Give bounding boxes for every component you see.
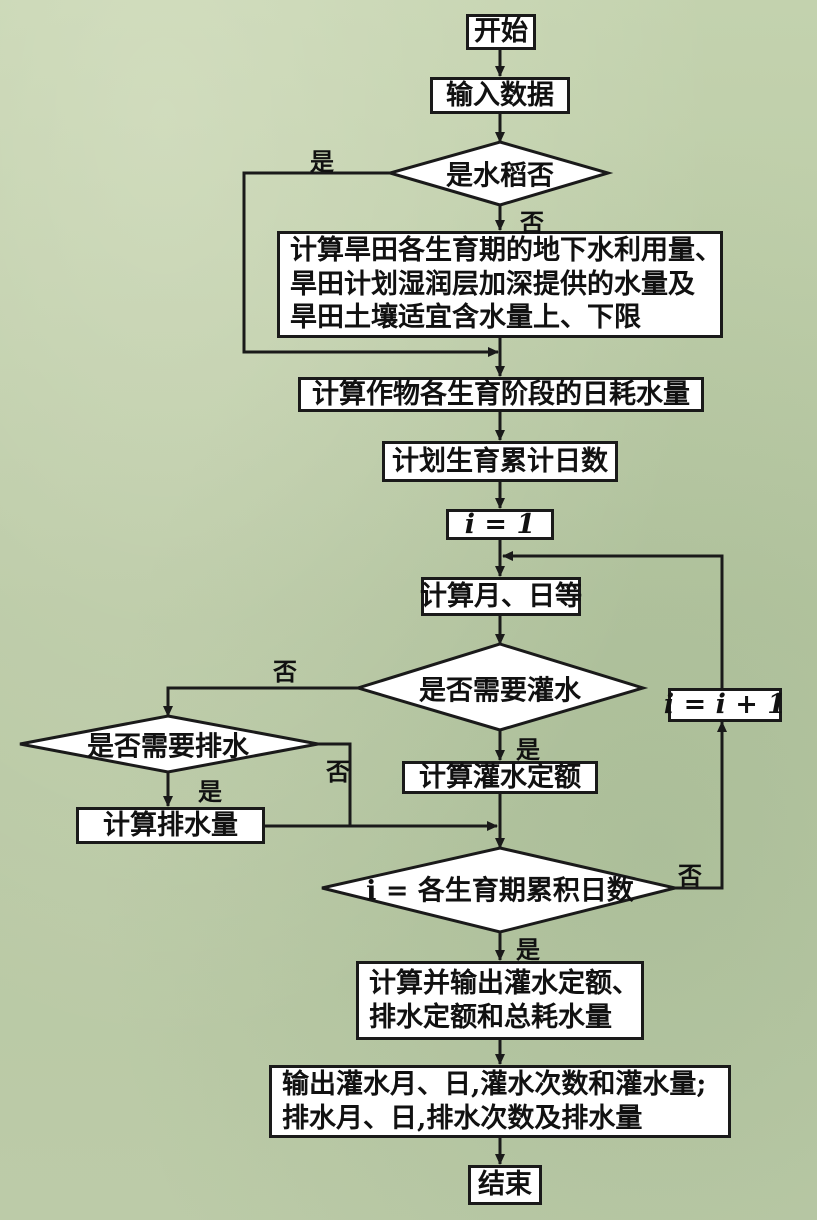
rice-decision-label: 是水稻否 — [446, 160, 554, 192]
decision-diamond-drainage — [19, 714, 319, 774]
increment-i-label: i = i + 1 — [663, 689, 787, 721]
output-quota-box: 计算并输出灌水定额、 排水定额和总耗水量 — [356, 961, 644, 1040]
calc-date-label: 计算月、日等 — [420, 580, 582, 612]
edge-drain-no — [318, 742, 498, 831]
input-data-box: 输入数据 — [430, 77, 570, 114]
end-terminal: 结束 — [468, 1165, 542, 1205]
rice-no-label: 否 — [520, 208, 544, 237]
plan-days-label: 计划生育累计日数 — [392, 445, 608, 477]
start-terminal: 开始 — [466, 14, 536, 50]
drainage-no-label: 否 — [326, 757, 350, 786]
drainage-amount-label: 计算排水量 — [103, 809, 238, 841]
output-schedule-box: 输出灌水月、日,灌水次数和灌水量; 排水月、日,排水次数及排水量 — [269, 1065, 731, 1138]
decision-diamond-irrigation — [352, 642, 649, 732]
irrigation-yes-label: 是 — [516, 735, 540, 764]
output-quota-line-2: 排水定额和总耗水量 — [369, 1001, 612, 1033]
edge-irr-no — [163, 686, 358, 717]
dryland-calc-line-2: 旱田计划湿润层加深提供的水量及 — [290, 268, 695, 300]
init-i-label: i = 1 — [464, 508, 536, 540]
edge-check-no — [675, 721, 727, 890]
days-no-label: 否 — [678, 861, 702, 890]
increment-i-box: i = i + 1 — [664, 688, 786, 722]
irrigation-quota-label: 计算灌水定额 — [419, 761, 581, 793]
irrigation-no-label: 否 — [273, 657, 297, 686]
init-i-box: i = 1 — [446, 509, 554, 540]
dryland-calc-line-1: 计算旱田各生育期的地下水利用量、 — [290, 234, 722, 266]
drainage-amount-box: 计算排水量 — [76, 807, 265, 844]
days-yes-label: 是 — [516, 935, 540, 964]
edge-rice-yes-bypass — [242, 171, 499, 357]
start-label: 开始 — [474, 16, 528, 48]
daily-water-use-label: 计算作物各生育阶段的日耗水量 — [312, 378, 690, 410]
days-decision-label: i = 各生育期累积日数 — [366, 875, 634, 907]
dryland-calc-line-3: 旱田土壤适宜含水量上、下限 — [290, 302, 641, 334]
end-label: 结束 — [478, 1169, 532, 1201]
input-data-label: 输入数据 — [446, 79, 554, 111]
irrigation-quota-box: 计算灌水定额 — [402, 761, 598, 794]
output-schedule-line-1: 输出灌水月、日,灌水次数和灌水量; — [282, 1068, 707, 1100]
output-quota-line-1: 计算并输出灌水定额、 — [369, 967, 639, 999]
irrigation-decision-label: 是否需要灌水 — [419, 675, 581, 707]
decision-diamond-days — [321, 846, 676, 934]
drainage-yes-label: 是 — [198, 777, 222, 806]
edge-loop-back — [502, 551, 724, 688]
dryland-calc-box: 计算旱田各生育期的地下水利用量、 旱田计划湿润层加深提供的水量及 旱田土壤适宜含… — [277, 231, 723, 338]
decision-diamond-rice — [384, 140, 614, 207]
output-schedule-line-2: 排水月、日,排水次数及排水量 — [282, 1102, 643, 1134]
rice-yes-label: 是 — [310, 147, 334, 176]
drainage-decision-label: 是否需要排水 — [87, 731, 249, 763]
calc-date-box: 计算月、日等 — [420, 577, 582, 616]
daily-water-use-box: 计算作物各生育阶段的日耗水量 — [298, 377, 704, 412]
plan-days-box: 计划生育累计日数 — [382, 441, 618, 482]
